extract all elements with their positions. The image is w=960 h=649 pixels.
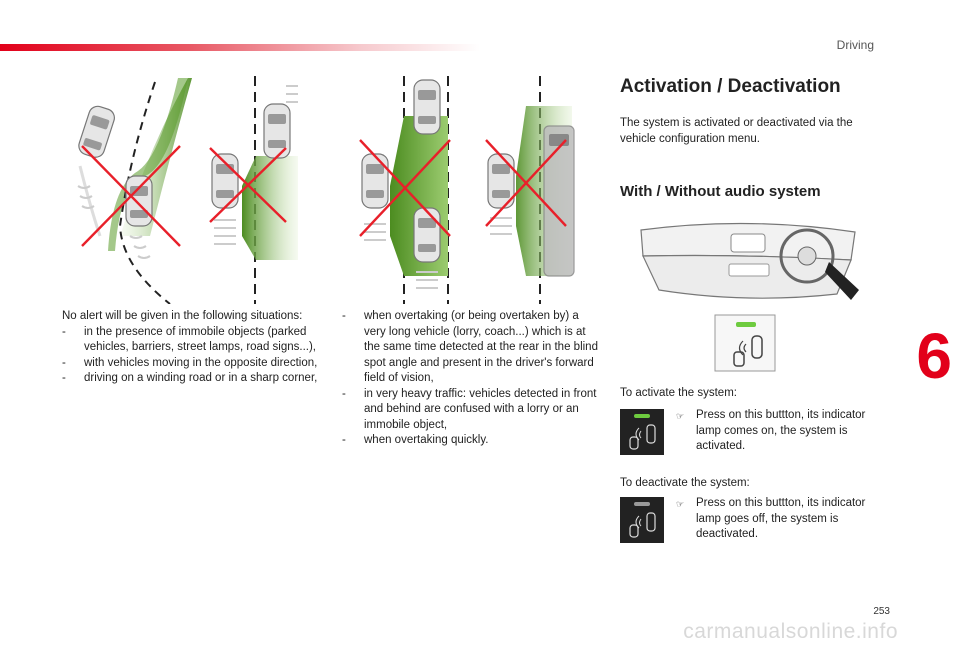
deactivate-step-text: Press on this buttton, its indicator lam… xyxy=(696,497,866,540)
illustration-curve-and-opposite xyxy=(77,76,298,304)
list-item: in very heavy traffic: vehicles detected… xyxy=(342,387,602,434)
arrow-bullet-icon: ☞ xyxy=(676,411,685,421)
activate-step: ☞ Press on this buttton, its indicator l… xyxy=(676,408,886,455)
left-text-column: No alert will be given in the following … xyxy=(62,309,332,387)
car-icon xyxy=(125,175,153,227)
blind-spot-button-icon[interactable] xyxy=(714,314,776,372)
header-accent-bar xyxy=(0,44,480,51)
watermark: carmanualsonline.info xyxy=(683,620,898,643)
list-item: in the presence of immobile objects (par… xyxy=(62,325,332,356)
car-icon xyxy=(361,153,389,209)
audio-subheading: With / Without audio system xyxy=(620,183,821,200)
pointer-arrow-icon xyxy=(825,262,859,300)
blind-spot-button-off-icon[interactable] xyxy=(620,497,664,543)
arrow-bullet-icon: ☞ xyxy=(676,499,685,509)
list-item: driving on a winding road or in a sharp … xyxy=(62,371,332,387)
left-situation-list: in the presence of immobile objects (par… xyxy=(62,325,332,387)
car-icon xyxy=(413,79,441,135)
car-icon xyxy=(78,105,115,158)
blind-spot-button-on-icon[interactable] xyxy=(620,409,664,455)
list-item: with vehicles moving in the opposite dir… xyxy=(62,356,332,372)
activation-heading: Activation / Deactivation xyxy=(620,76,841,97)
activate-step-text: Press on this buttton, its indicator lam… xyxy=(696,409,866,452)
chapter-tab xyxy=(908,322,960,394)
to-activate-label: To activate the system: xyxy=(620,387,737,399)
page-number: 253 xyxy=(873,606,890,617)
left-intro: No alert will be given in the following … xyxy=(62,310,303,322)
middle-text-column: when overtaking (or being overtaken by) … xyxy=(342,309,602,449)
middle-situation-list: when overtaking (or being overtaken by) … xyxy=(342,309,602,449)
illustration-traffic-and-lorry xyxy=(359,76,575,304)
list-item: when overtaking (or being overtaken by) … xyxy=(342,309,602,387)
chapter-number: 6 xyxy=(916,320,952,392)
to-deactivate-label: To deactivate the system: xyxy=(620,477,750,489)
car-icon xyxy=(487,153,515,209)
list-item: when overtaking quickly. xyxy=(342,433,602,449)
activation-text: The system is activated or deactivated v… xyxy=(620,117,853,145)
car-icon xyxy=(263,103,291,159)
car-icon xyxy=(413,207,441,263)
deactivate-step: ☞ Press on this buttton, its indicator l… xyxy=(676,496,886,543)
dashboard-illustration xyxy=(640,222,859,300)
section-title: Driving xyxy=(836,38,874,52)
